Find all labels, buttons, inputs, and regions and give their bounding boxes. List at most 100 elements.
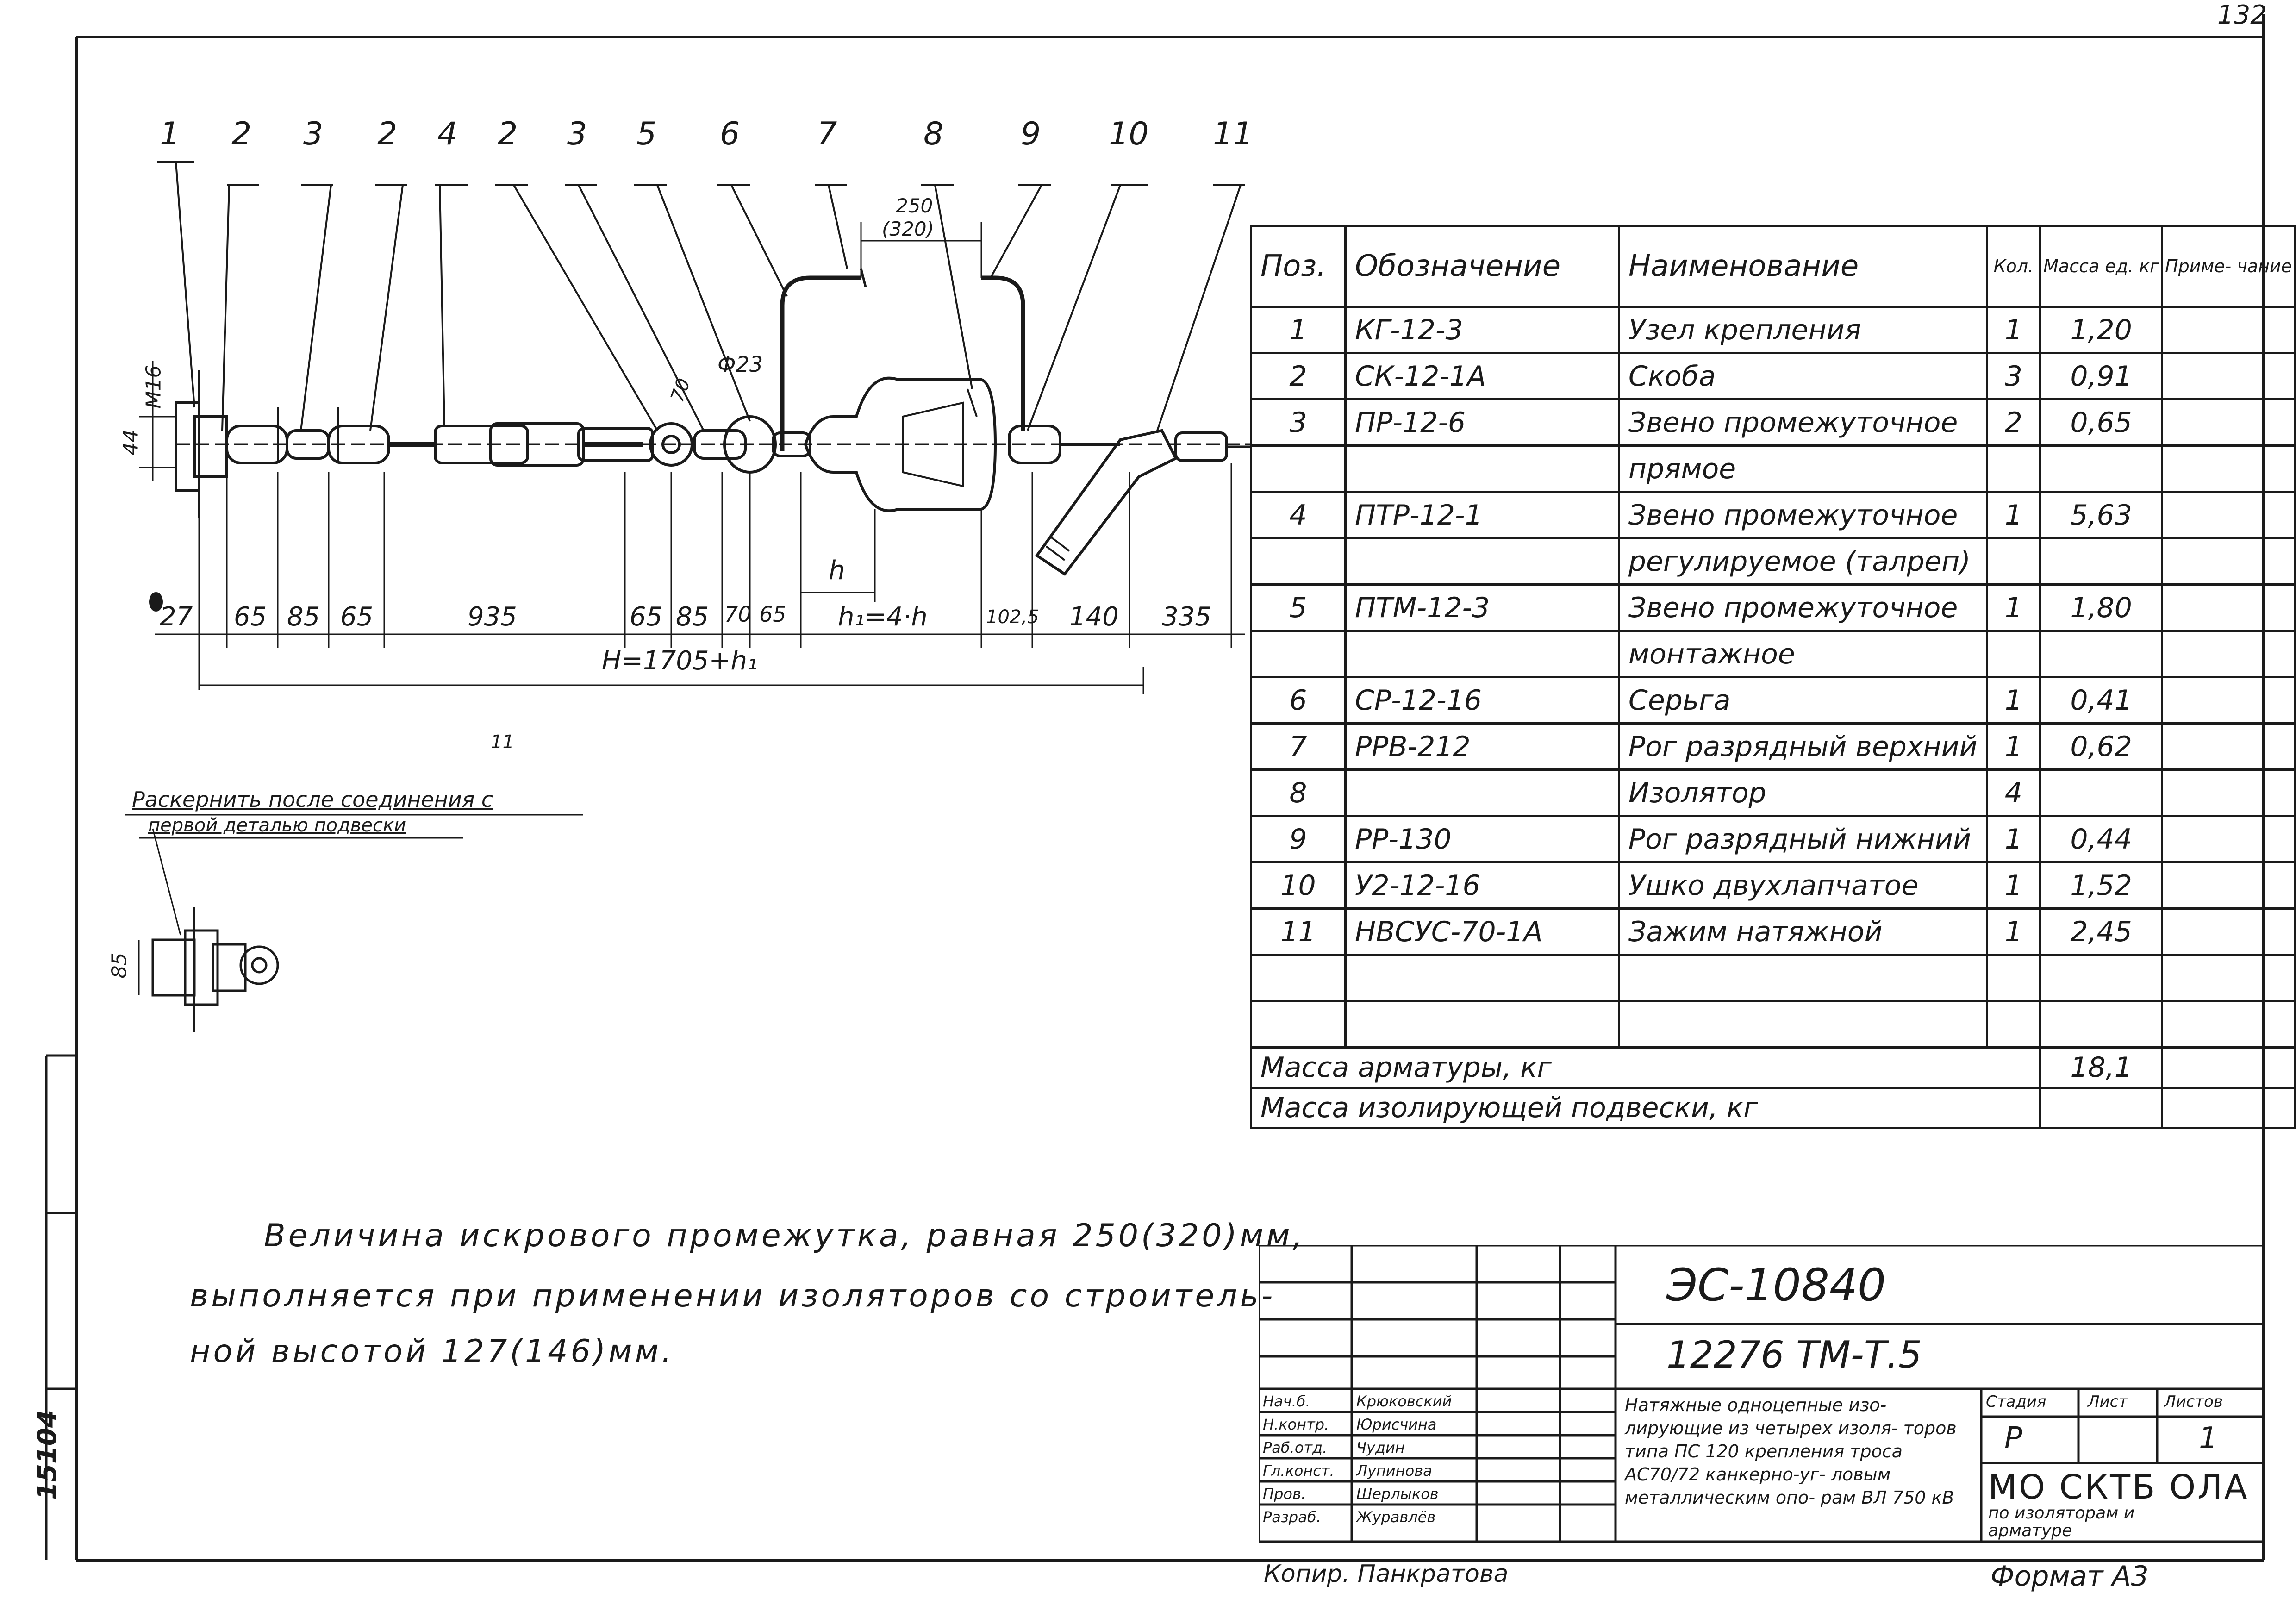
dim-85b: 85 [676,602,709,632]
cell-mass: 0,65 [2039,398,2164,447]
parts-table-row [1250,954,2296,1002]
role-1: Н.контр. [1263,1416,1329,1433]
cell-qty: 2 [1985,398,2042,447]
cell-qty: 3 [1985,352,2042,400]
cell-mass: 1,52 [2039,861,2164,910]
cell-mass: 1,20 [2039,306,2164,354]
cell-qty: 1 [1985,722,2042,771]
callout-5: 5 [636,116,657,152]
cell-name [1617,1000,1988,1049]
cell-name: Серьга [1617,676,1988,725]
cell-pos [1250,444,1347,493]
cell-mass: 0,44 [2039,815,2164,863]
cell-qty [1985,537,2042,586]
cell-name: Скоба [1617,352,1988,400]
cell-mass: 5,63 [2039,491,2164,539]
mass-fittings-row: Масса арматуры, кг 18,1 [1249,1046,2296,1089]
dim-total: H=1705+h₁ [602,646,758,676]
cell-pos: 8 [1250,768,1347,817]
copied-by: Копир. Панкратова [1264,1560,1509,1588]
callout-11: 11 [1213,116,1253,152]
cell-designation: НВСУС-70-1А [1344,907,1620,956]
parts-table-row: регулируемое (талреп) [1250,537,2296,586]
parts-table-row: прямое [1250,444,2296,493]
cell-name: Ушко двухлапчатое [1617,861,1988,910]
cell-pos: 2 [1250,352,1347,400]
cell-qty [1985,630,2042,678]
mass-suspension-row: Масса изолирующей подвески, кг [1249,1087,2296,1129]
cell-designation: ПТМ-12-3 [1344,583,1620,632]
cell-qty [1985,444,2042,493]
cell-mass: 0,91 [2039,352,2164,400]
cell-qty: 1 [1985,306,2042,354]
drawing-code: 12276 ТМ-Т.5 [1666,1333,1922,1376]
cell-pos: 6 [1250,676,1347,725]
format-label: Формат А3 [1990,1560,2149,1593]
cell-name: Звено промежуточное [1617,583,1988,632]
cell-designation [1344,630,1620,678]
misc-11: 11 [491,731,514,753]
cell-note [2161,954,2296,1002]
cell-note [2161,537,2296,586]
callout-2: 2 [231,116,252,152]
header-designation: Обозначение [1344,225,1620,308]
cell-pos [1250,537,1347,586]
cell-pos: 3 [1250,398,1347,447]
cell-designation [1344,768,1620,817]
mass-fittings-note [2161,1046,2296,1089]
cell-designation [1344,537,1620,586]
cell-pos [1250,1000,1347,1049]
role-5: Разраб. [1263,1508,1321,1526]
cell-name: Звено промежуточное [1617,398,1988,447]
callout-8: 8 [923,116,944,152]
col-stage: Стадия [1986,1393,2046,1411]
dim-140: 140 [1069,602,1119,632]
name-4: Шерлыков [1356,1485,1439,1503]
cell-designation: У2-12-16 [1344,861,1620,910]
cell-note [2161,1000,2296,1049]
name-5: Журавлёв [1356,1508,1436,1526]
cell-designation: СК-12-1А [1344,352,1620,400]
cell-qty: 4 [1985,768,2042,817]
name-1: Юрисчина [1356,1416,1437,1433]
detail-note-line1: Раскернить после соединения с [132,787,493,812]
cell-qty: 1 [1985,815,2042,863]
mass-fittings-label: Масса арматуры, кг [1249,1046,2042,1089]
cell-pos [1250,954,1347,1002]
dim-335: 335 [1162,602,1211,632]
dim-85a: 85 [287,602,320,632]
mass-fittings-value: 18,1 [2039,1046,2164,1089]
cell-note [2161,583,2296,632]
org-name: МО СКТБ ОЛА [1988,1468,2249,1506]
parts-table-header: Поз. Обозначение Наименование Кол. Масса… [1250,225,2296,308]
parts-table-row: монтажное [1250,630,2296,678]
stage-value: Р [2004,1421,2022,1455]
side-stamp: 15104 [32,1410,62,1500]
doc-number: ЭС-10840 [1666,1259,1886,1311]
cell-name: прямое [1617,444,1988,493]
page-number: 132 [2217,0,2267,30]
cell-name: Зажим натяжной [1617,907,1988,956]
cell-name: Изолятор [1617,768,1988,817]
header-qty: Кол. [1985,225,2042,308]
role-2: Раб.отд. [1263,1439,1328,1456]
name-0: Крюковский [1356,1393,1452,1410]
cell-designation [1344,1000,1620,1049]
dim-65b: 65 [340,602,374,632]
cell-note [2161,352,2296,400]
mass-suspension-note [2161,1087,2296,1129]
m16-dim: М16 [142,365,166,409]
dim-65d: 65 [759,602,786,627]
spark-note-line2: выполняется при применении изоляторов со… [190,1278,1276,1314]
header-name: Наименование [1617,225,1988,308]
cell-pos: 9 [1250,815,1347,863]
callout-6: 6 [720,116,740,152]
dim-65a: 65 [234,602,267,632]
